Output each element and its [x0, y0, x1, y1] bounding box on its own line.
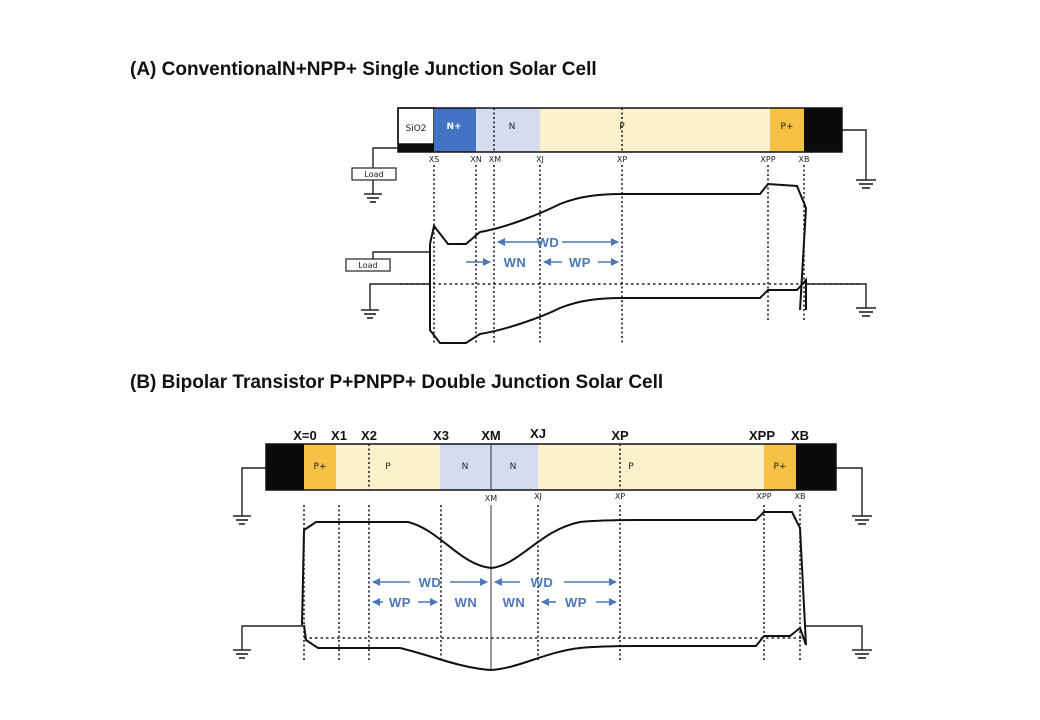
pos-xm-b: XM: [481, 428, 501, 443]
device-bar-a: SiO2 N+ N P P+: [397, 107, 843, 153]
segment-p-right: [538, 444, 764, 490]
load-label-a-top: Load: [364, 170, 383, 179]
label-p-plus: P+: [781, 122, 794, 132]
conduction-band-b: [301, 511, 807, 646]
pos-xb-b-small: XB: [795, 492, 806, 501]
pos-xj-b: XJ: [530, 426, 546, 441]
ground-icon: [852, 649, 872, 659]
wiring-a-top: Load: [351, 129, 876, 203]
width-annotations-b: WD WD WP WN WN WP: [372, 575, 617, 610]
segment-back-contact: [804, 108, 842, 152]
segment-n: [476, 108, 540, 152]
pos-xn: XN: [470, 155, 481, 164]
pos-x0: X=0: [293, 428, 317, 443]
label-p-left: P: [385, 462, 391, 472]
position-labels-a: XS XN XM XJ XP XPP XB: [429, 155, 810, 164]
segment-p: [540, 108, 770, 152]
pos-xs: XS: [429, 155, 440, 164]
ground-icon: [361, 309, 379, 319]
pos-x2: X2: [361, 428, 377, 443]
pos-xpp-b: XPP: [749, 428, 775, 443]
label-wp-b-left: WP: [389, 595, 411, 610]
pos-xm: XM: [489, 155, 501, 164]
ground-icon: [852, 515, 872, 525]
ground-icon: [233, 649, 251, 659]
title-a: (A) ConventionalN+NPP+ Single Junction S…: [130, 59, 597, 80]
ground-icon: [856, 307, 876, 317]
pos-xm-b-small: XM: [485, 494, 497, 503]
segment-p-plus: [770, 108, 804, 152]
label-sio2: SiO2: [405, 124, 426, 134]
label-wp-a: WP: [569, 255, 591, 270]
label-n2: N: [510, 462, 517, 472]
device-bar-b: P+ P N N P P+: [265, 443, 837, 491]
segment-left-contact: [266, 444, 304, 490]
pos-x1: X1: [331, 428, 347, 443]
pos-xp: XP: [617, 155, 627, 164]
wiring-b-top: [233, 467, 872, 525]
wiring-b-bottom: [233, 625, 872, 659]
pos-xb-b: XB: [791, 428, 809, 443]
load-box-a-top: [351, 167, 397, 181]
pos-xp-b-small: XP: [615, 492, 625, 501]
label-wn-b-right: WN: [503, 595, 526, 610]
title-b: (B) Bipolar Transistor P+PNPP+ Double Ju…: [130, 372, 663, 393]
label-wd-a: WD: [537, 235, 560, 250]
label-wn-a: WN: [504, 255, 527, 270]
pos-xj-b-small: XJ: [534, 492, 542, 501]
ground-icon: [364, 193, 382, 203]
segment-p-left: [336, 444, 440, 490]
segment-n-b: [440, 444, 538, 490]
label-wd-b-left: WD: [419, 575, 442, 590]
width-annotations-a: WD WN WP: [466, 235, 619, 270]
device-bar-b-outline: [265, 443, 837, 491]
segment-sio2-contact: [398, 144, 434, 152]
pos-xp-b: XP: [611, 428, 629, 443]
wiring-a-bottom: Load: [345, 251, 876, 319]
position-labels-b-bottom: XM XJ XP XPP XB: [485, 492, 806, 503]
label-p-right: P: [628, 462, 634, 472]
pos-xb: XB: [799, 155, 810, 164]
valence-band-a: [429, 244, 807, 344]
segment-n-plus: [434, 108, 476, 152]
load-label-a-bottom: Load: [358, 261, 377, 270]
label-wp-b-right: WP: [565, 595, 587, 610]
valence-band-b: [303, 624, 807, 672]
segment-p-plus-left: [304, 444, 336, 490]
pos-xpp: XPP: [760, 155, 775, 164]
pos-xpp-b-small: XPP: [756, 492, 771, 501]
label-wd-b-right: WD: [531, 575, 554, 590]
label-n1: N: [462, 462, 469, 472]
label-wn-b-left: WN: [455, 595, 478, 610]
ground-icon: [856, 179, 876, 189]
position-labels-b-top: X=0 X1 X2 X3 XM XJ XP XPP XB: [293, 426, 809, 443]
guides-b: [303, 505, 801, 670]
pos-xj: XJ: [536, 155, 544, 164]
label-n: N: [509, 122, 516, 132]
band-diagram-b: [301, 511, 807, 672]
band-diagram-a: [400, 182, 860, 344]
load-box-a-bottom: [345, 258, 391, 272]
label-p-plus-right: P+: [774, 462, 787, 472]
pos-x3: X3: [433, 428, 449, 443]
label-n-plus: N+: [446, 122, 461, 132]
conduction-band-a: [429, 182, 808, 311]
segment-p-plus-right: [764, 444, 796, 490]
ground-icon: [233, 515, 251, 525]
label-p-plus-left: P+: [314, 462, 327, 472]
segment-right-contact: [796, 444, 836, 490]
guides-a: [433, 165, 805, 345]
